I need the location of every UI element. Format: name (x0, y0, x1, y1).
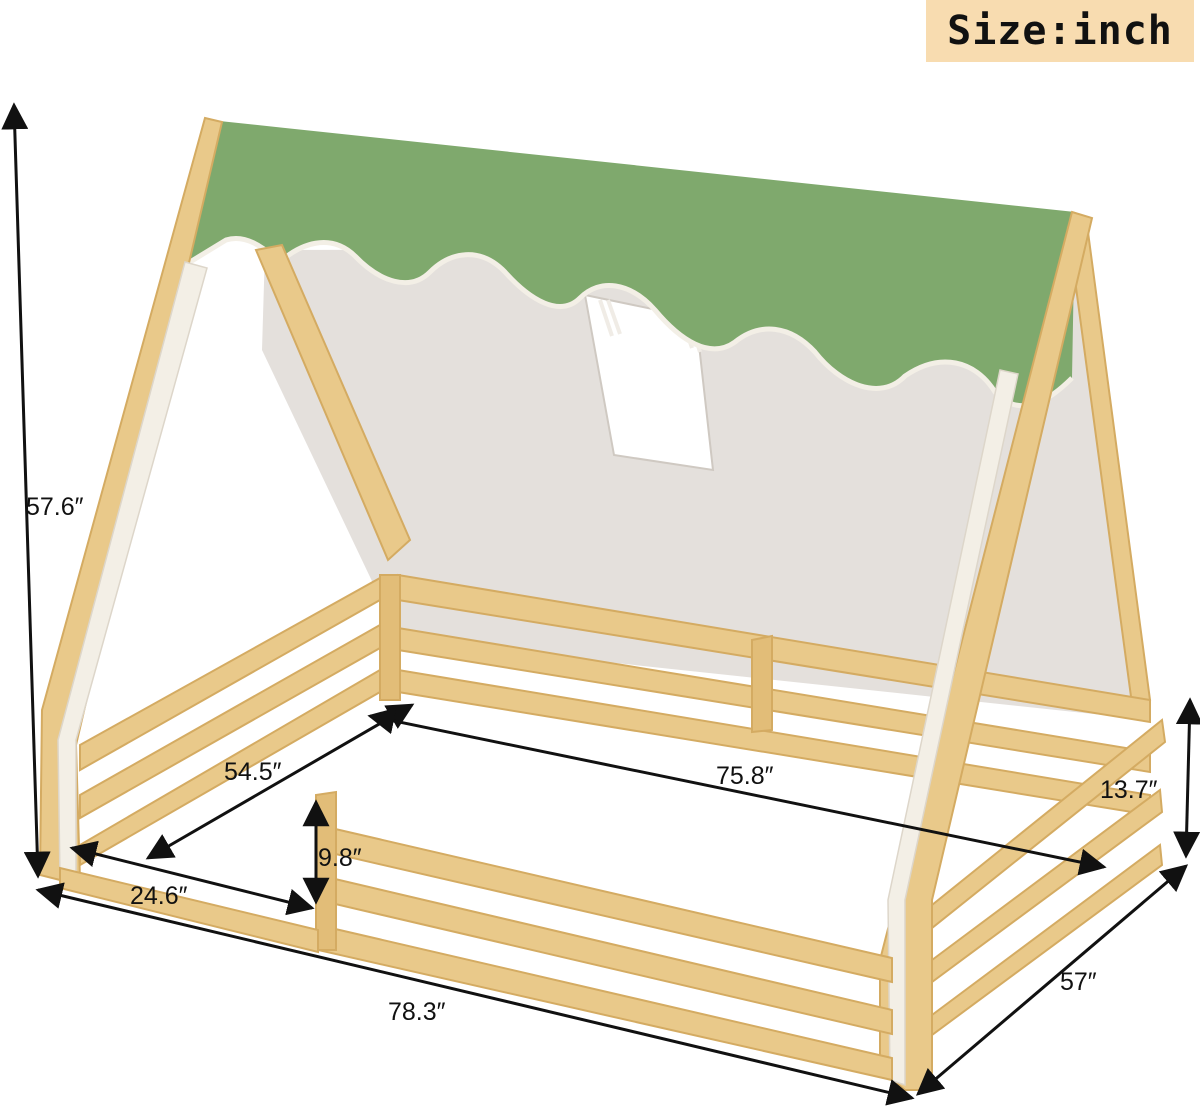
total-length-dim-line (35, 882, 915, 1106)
canopy-trim (188, 236, 1074, 409)
inner-width-dimension-label: 54.5″ (224, 758, 282, 786)
total-width-dimension-label: 57″ (1060, 968, 1097, 996)
inner-length-dimension-label: 75.8″ (716, 762, 774, 790)
green-canopy (178, 120, 1075, 406)
opening-dimension-label: 24.6″ (130, 882, 188, 910)
height-dimension-label: 57.6″ (26, 493, 84, 521)
back-frame-beam-left (254, 243, 412, 562)
total-length-dimension-label: 78.3″ (388, 998, 446, 1026)
front-left-base-board (59, 866, 319, 954)
height-dim-line (1, 102, 51, 879)
inner-length-dim-line (367, 707, 1107, 876)
size-unit-badge: Size:inch (926, 0, 1194, 62)
rail-height-dimension-label: 13.7″ (1100, 776, 1158, 804)
gate-height-dimension-label: 9.8″ (318, 844, 362, 872)
total-width-dim-line (915, 864, 1189, 1096)
rail-height-dim-line (1173, 697, 1200, 859)
dimension-lines (1, 102, 1200, 1106)
window-tie-left-icon (598, 299, 622, 337)
